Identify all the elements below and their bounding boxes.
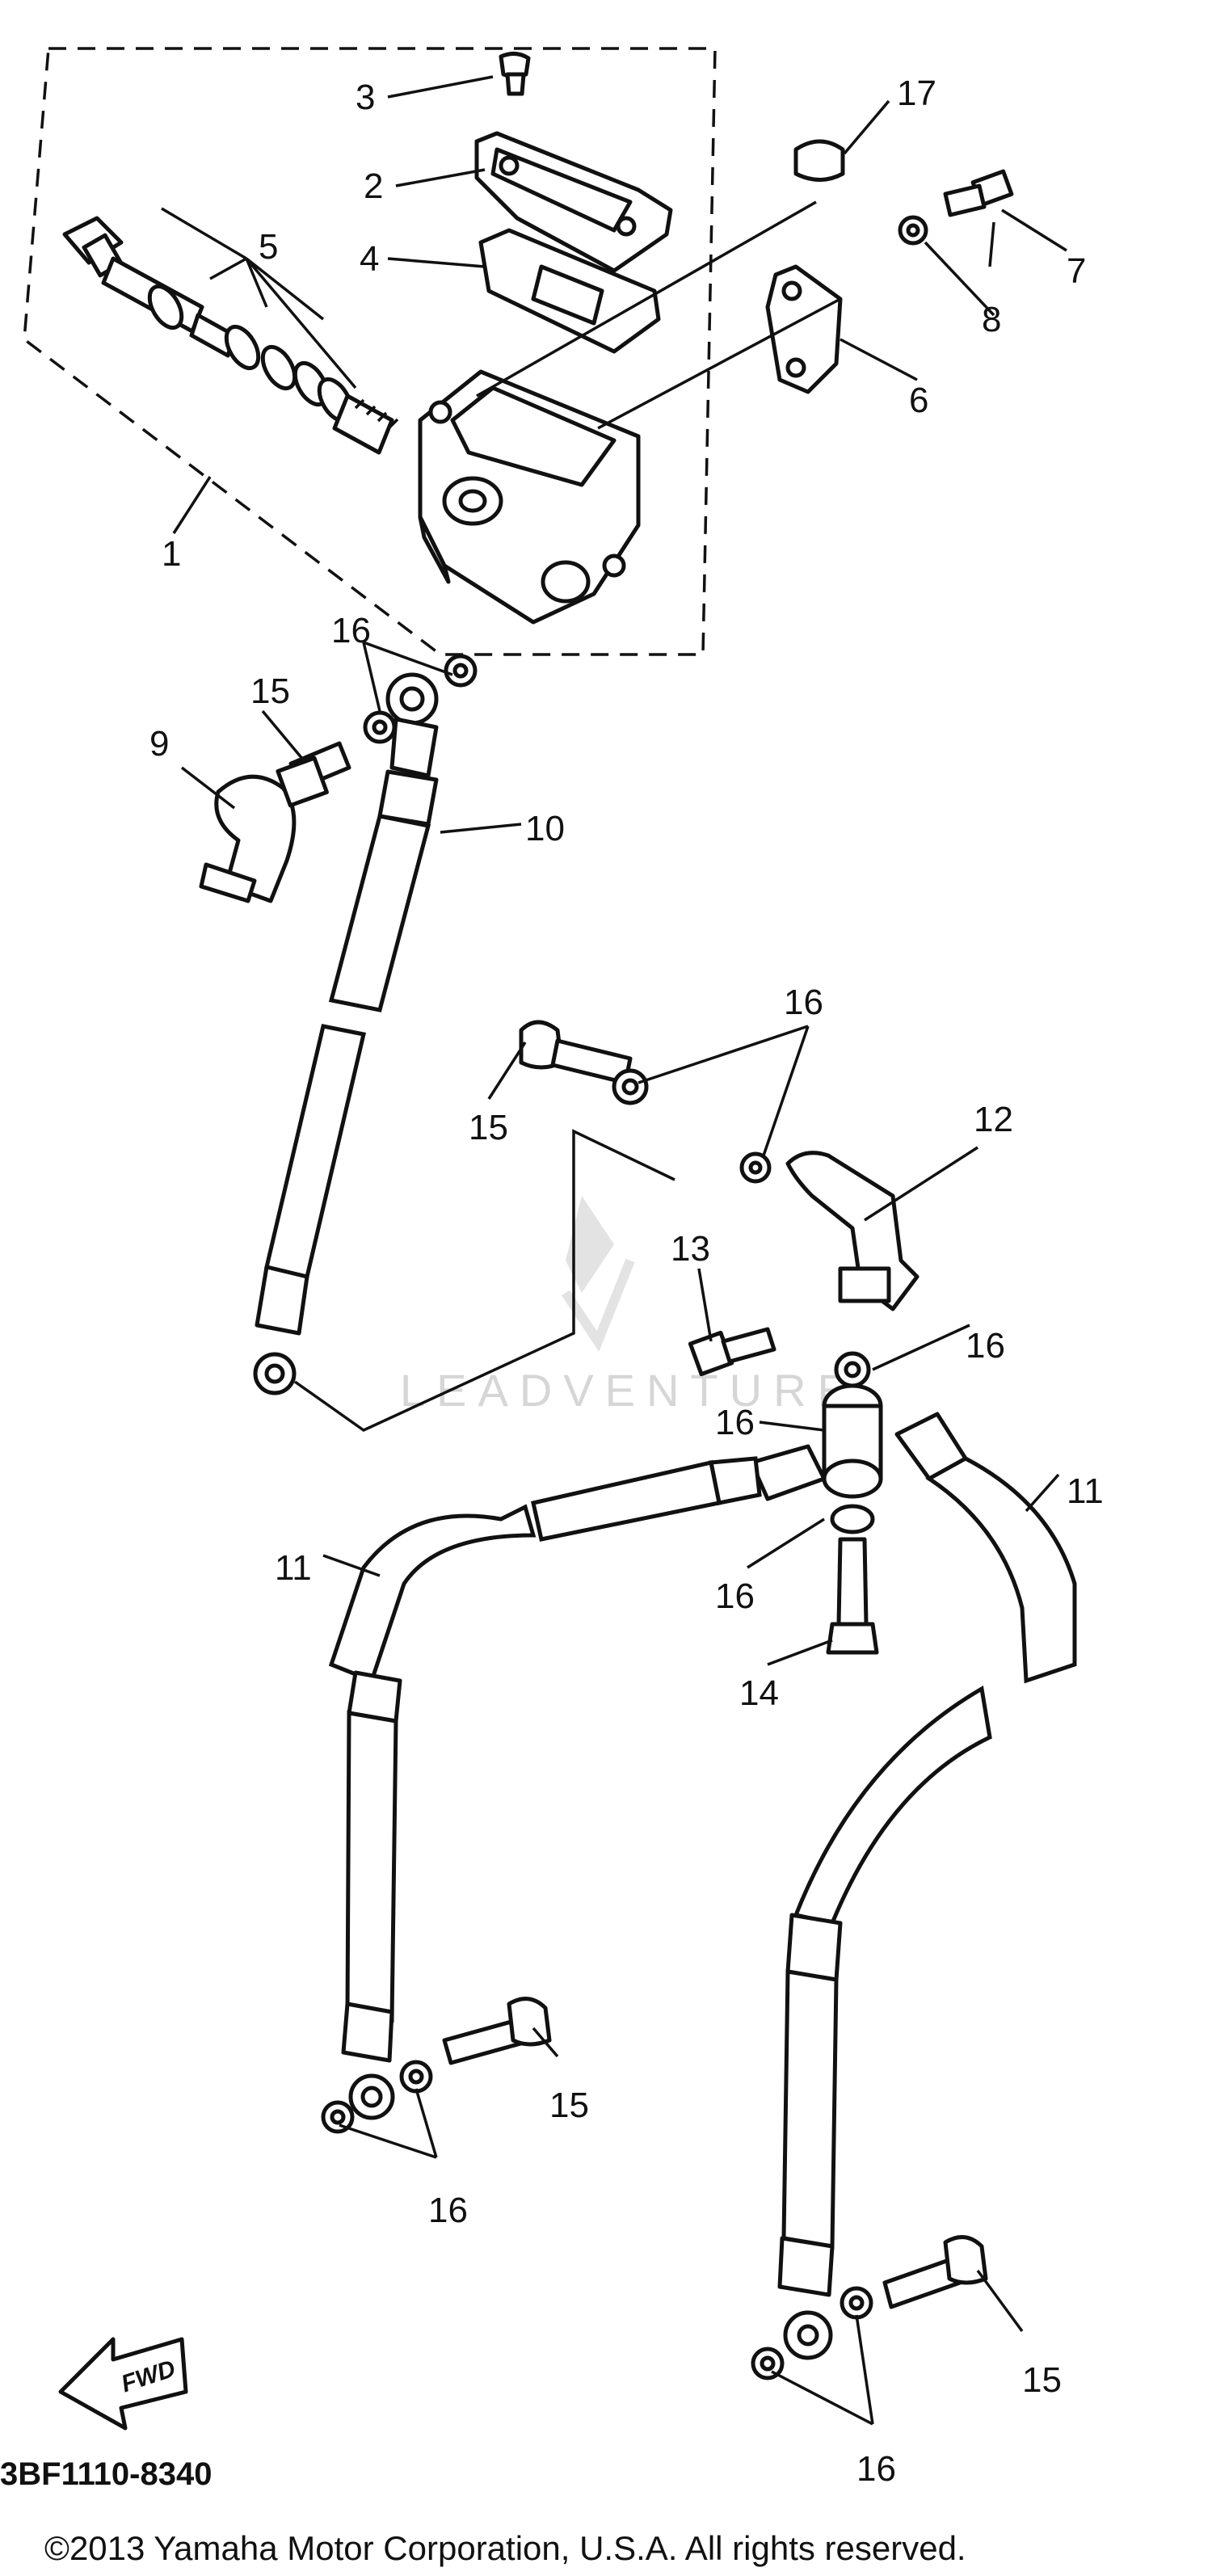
callout-9: 9 xyxy=(149,724,169,764)
callout-15-left: 15 xyxy=(549,2086,589,2125)
callout-16-left: 16 xyxy=(428,2191,468,2230)
part-3-screw xyxy=(499,52,531,96)
callout-11-left: 11 xyxy=(275,1548,312,1588)
callout-numbers: 3 2 4 5 1 17 7 8 6 16 15 9 10 16 15 12 1… xyxy=(149,74,1104,2489)
leader-lines xyxy=(161,75,1067,2426)
callout-16-bottom: 16 xyxy=(856,2449,896,2489)
junction-upper-bolt xyxy=(519,1020,772,1184)
part-14-bolt xyxy=(826,1537,879,1655)
callout-17: 17 xyxy=(897,74,936,113)
callout-13: 13 xyxy=(671,1229,710,1269)
copyright: ©2013 Yamaha Motor Corporation, U.S.A. A… xyxy=(44,2529,966,2567)
callout-3: 3 xyxy=(356,78,375,117)
callout-10: 10 xyxy=(525,809,565,848)
callout-11-right: 11 xyxy=(1067,1471,1104,1511)
part-6-holder xyxy=(765,264,843,394)
part-9-boot xyxy=(199,774,297,903)
callout-16-junction: 16 xyxy=(715,1403,755,1442)
callout-8: 8 xyxy=(982,300,1001,339)
part-7-bolt xyxy=(943,169,1014,217)
right-hose-11 xyxy=(751,1412,1077,2380)
callout-7: 7 xyxy=(1067,251,1086,291)
callout-12: 12 xyxy=(974,1100,1013,1139)
callout-14: 14 xyxy=(739,1673,779,1713)
part-2-reservoir-cap xyxy=(474,131,673,273)
watermark: LEADVENTURE xyxy=(400,1196,859,1416)
callout-15-mid: 15 xyxy=(469,1108,508,1147)
callout-5: 5 xyxy=(259,227,278,267)
part-8-washer xyxy=(898,215,928,246)
part-12-joint xyxy=(785,1151,920,1311)
upper-banjo-fitting xyxy=(276,654,478,808)
callout-15-upper: 15 xyxy=(250,671,290,711)
callout-16-mid: 16 xyxy=(784,983,823,1022)
part-4-diaphragm xyxy=(478,228,661,354)
junction-block xyxy=(822,1351,883,1534)
callout-1: 1 xyxy=(162,534,181,574)
part-1-master-cylinder-body xyxy=(418,369,641,625)
diagram-code: 3BF1110-8340 xyxy=(0,2456,212,2492)
callout-16-lower: 16 xyxy=(715,1576,755,1616)
part-17-cap xyxy=(793,139,845,182)
part-13-bolt xyxy=(688,1327,776,1377)
left-hose-11 xyxy=(321,1444,827,2134)
master-cylinder-assembly-outline xyxy=(23,47,717,656)
part-10-hose xyxy=(253,769,439,1395)
watermark-text: LEADVENTURE xyxy=(400,1365,859,1416)
fwd-arrow: FWD xyxy=(58,2337,188,2431)
part-5-piston-kit xyxy=(62,216,399,455)
callout-2: 2 xyxy=(364,166,383,206)
callout-6: 6 xyxy=(909,381,928,420)
callout-4: 4 xyxy=(360,239,379,279)
callout-16-right: 16 xyxy=(966,1326,1005,1366)
callout-15-right: 15 xyxy=(1022,2360,1062,2400)
callout-16-upper: 16 xyxy=(331,611,371,650)
